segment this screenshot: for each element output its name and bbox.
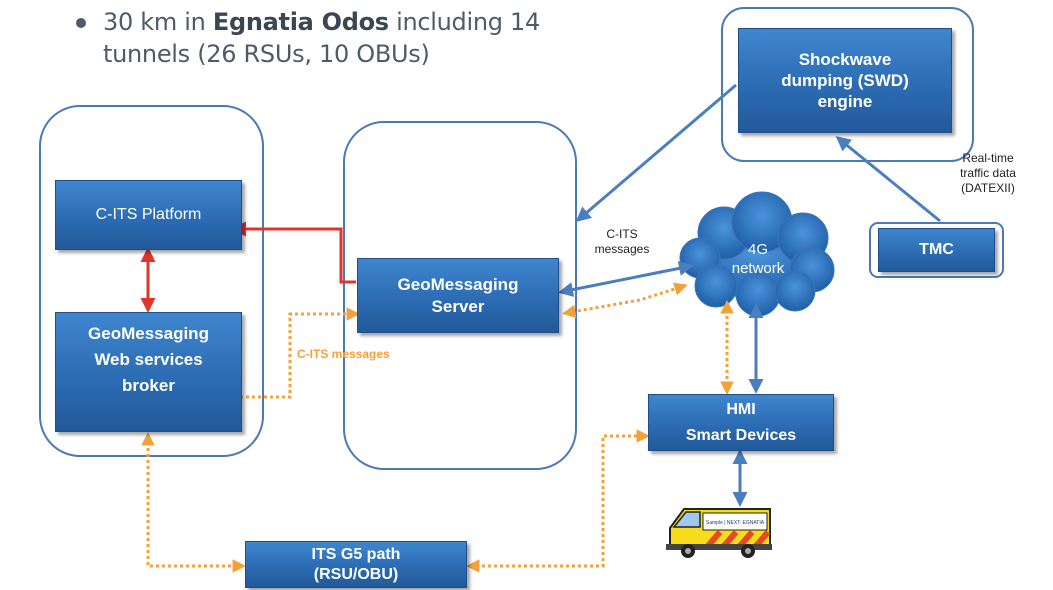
server-network-dotted-arrow: [562, 282, 688, 319]
vehicle-sign-text: Sample | NEXT: EGNATIA: [706, 520, 765, 526]
tmc-container: [869, 222, 1004, 278]
web-services-broker-box: GeoMessaging Web services broker: [55, 312, 242, 432]
realtime-traffic-label: Real-time traffic data (DATEXII): [960, 151, 1016, 195]
network-cloud: [679, 191, 835, 317]
server-to-platform-arrow: [231, 221, 356, 284]
swd-to-server-arrow: [575, 83, 737, 222]
hmi-smart-devices-box: HMI Smart Devices: [648, 394, 834, 451]
its-g5-path-box: ITS G5 path (RSU/OBU): [245, 541, 467, 588]
geomessaging-server-box: GeoMessaging Server: [357, 258, 559, 333]
cits-messages-orange-label: C-ITS messages: [297, 347, 390, 361]
broker-server-dotted-arrow: [217, 307, 361, 404]
network-cloud-label: 4G network: [731, 241, 785, 277]
swd-engine-box: Shockwave dumping (SWD) engine: [738, 28, 952, 133]
tmc-box: TMC: [878, 228, 995, 272]
bullet-text: 30 km in Egnatia Odos including 14 tunne…: [103, 8, 540, 68]
broker-itsg5-dotted-arrow: [141, 431, 247, 573]
cits-messages-label: C-ITS messages: [594, 227, 650, 256]
swd-container: [721, 7, 974, 162]
highway-name: Egnatia Odos: [212, 8, 389, 36]
vehicle-icon: Sample | NEXT: EGNATIA: [666, 508, 772, 558]
tmc-to-swd-arrow: [835, 136, 941, 223]
server-network-arrow: [558, 260, 694, 298]
bullet-dot: [76, 18, 86, 28]
itsg5-hmi-dotted-arrow: [465, 429, 651, 573]
cits-platform-box: C-ITS Platform: [55, 180, 242, 250]
